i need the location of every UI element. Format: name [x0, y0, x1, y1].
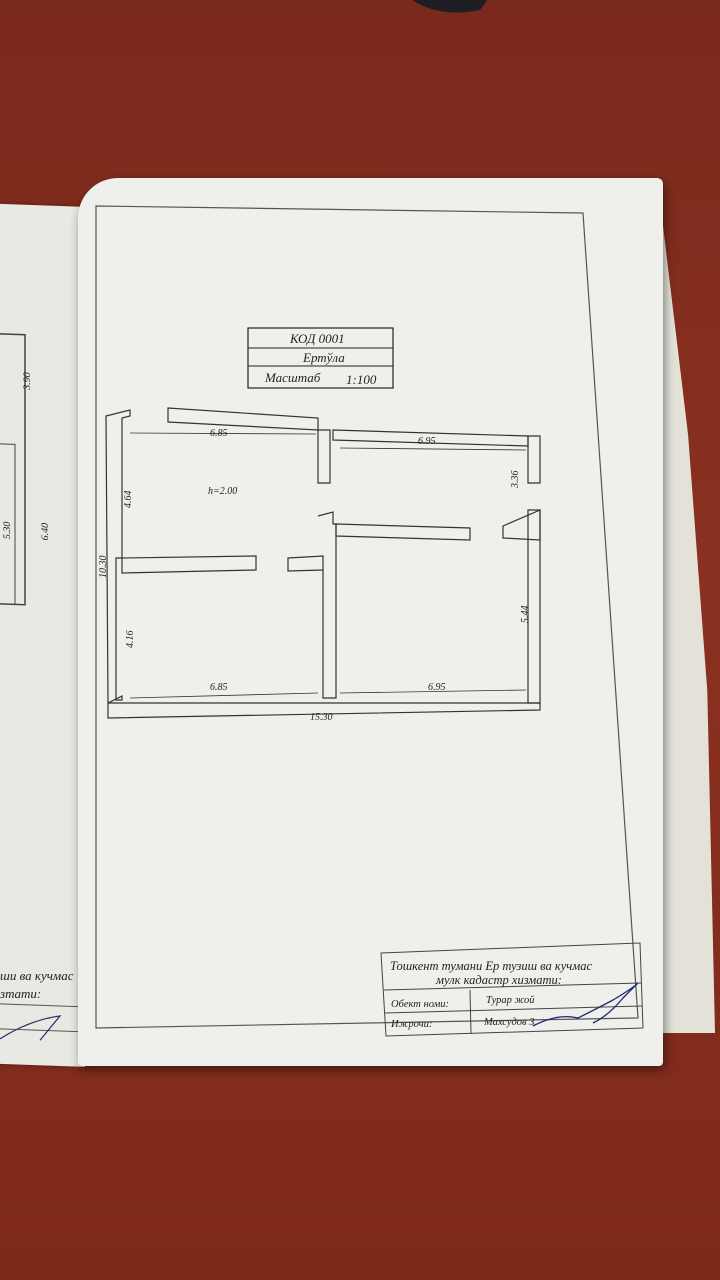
- dim-right-lower-height: 5.44: [520, 606, 531, 624]
- dim-top-right-width: 6.95: [418, 436, 436, 447]
- dim-top-left-width: 6.85: [210, 428, 228, 439]
- stamp-object-value: Турар жой: [486, 995, 535, 1006]
- dim-bottom-right-width: 6.95: [428, 682, 446, 693]
- left-sheet-text-line1: ши ва кучмас: [0, 968, 74, 983]
- drawing-code: КОД 0001: [289, 331, 345, 346]
- stamp-org-line2: мулк кадастр хизмати:: [435, 973, 562, 987]
- signature: [532, 982, 639, 1027]
- left-dim-a: 3.90: [22, 372, 33, 391]
- stamp-object-label: Обект номи:: [391, 999, 449, 1010]
- height-note: h=2.00: [208, 486, 237, 497]
- stamp-block: Тошкент тумани Ер тузиш ва кучмас мулк к…: [380, 942, 644, 1037]
- stamp-executor-value: Махсудов З.: [483, 1017, 537, 1028]
- walls: [105, 407, 541, 719]
- floor-level: Ертўла: [302, 350, 345, 365]
- cable-object-icon: [390, 0, 500, 30]
- left-sheet-text-line2: зmати:: [0, 986, 42, 1001]
- dim-left-upper-height: 4.64: [123, 491, 134, 509]
- scale-value: 1:100: [346, 372, 377, 387]
- dim-right-upper-height: 3.36: [510, 471, 521, 490]
- scale-label: Масштаб: [264, 370, 321, 385]
- left-dim-c: 6.40: [40, 523, 51, 541]
- dim-total-height: 10.30: [98, 556, 109, 579]
- stamp-executor-label: Ижрочи:: [390, 1019, 432, 1030]
- left-dim-b: 5.30: [2, 521, 13, 539]
- dim-bottom-left-width: 6.85: [210, 682, 228, 693]
- title-block: КОД 0001 Ертўла Масштаб 1:100: [247, 327, 394, 389]
- sheet-border: [95, 205, 639, 1029]
- dim-total-width: 15.30: [310, 712, 333, 723]
- left-neighbor-sheet: 3.90 5.30 6.40: [0, 203, 85, 1067]
- floor-plan-sheet: КОД 0001 Ертўла Масштаб 1:100: [78, 178, 663, 1066]
- floor-plan-drawing: КОД 0001 Ертўла Масштаб 1:100: [95, 205, 644, 1037]
- stamp-org-line1: Тошкент тумани Ер тузиш ва кучмас: [390, 959, 592, 973]
- dim-left-lower-height: 4.16: [125, 631, 136, 649]
